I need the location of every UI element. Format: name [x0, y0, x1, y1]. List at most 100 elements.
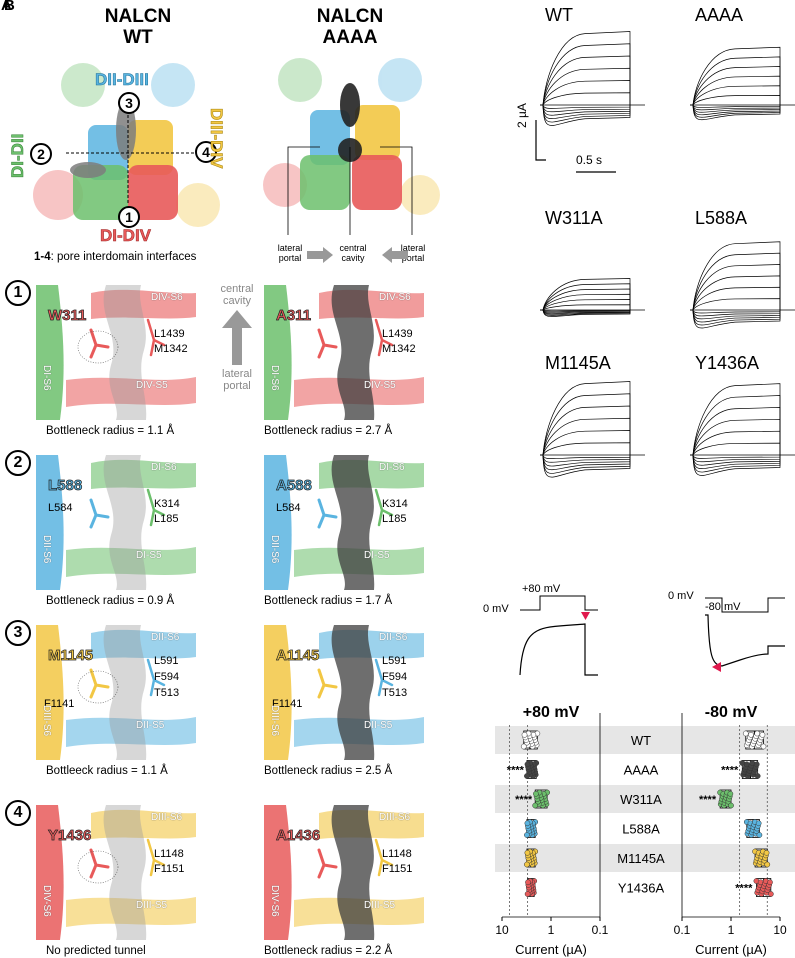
interface-number-4: 4 [195, 141, 217, 163]
row1-aaaa-label-0: L1439 [382, 328, 413, 340]
row4-wt-helix-2: DIII-S5 [136, 900, 168, 911]
row1-wt-helix-2: DIV-S5 [136, 380, 168, 391]
row4-wt-label-0: L1148 [154, 848, 184, 860]
dot-1-0-11 [754, 730, 761, 737]
wt-title-line1: NALCN [104, 6, 172, 27]
row3-wt-helix-1: DII-S6 [151, 632, 180, 643]
dot-0-2-16 [533, 790, 539, 797]
row2-aaaa-residue: A588 [276, 477, 313, 495]
pos-baseline-label: 0 mV [483, 603, 509, 615]
row3-aaaa-residue: A1145 [276, 647, 320, 665]
dot-1-2-16 [727, 790, 734, 797]
dot-0-1-17 [524, 773, 530, 779]
row3-aaaa-helix-0: DIII-S6 [269, 705, 280, 737]
dot-1-4-17 [764, 861, 771, 868]
plot-title-1: -80 mV [705, 704, 758, 721]
interface-dii-diii: DII-DIII [95, 70, 149, 90]
row-number-1: 1 [5, 280, 31, 306]
up-arrow-icon [222, 310, 252, 365]
wt-structure-overview [33, 63, 220, 227]
row4-aaaa-residue: A1436 [276, 827, 321, 845]
interface-diii-div: DIII-DIV [207, 108, 227, 169]
row3-wt-label-2: T513 [154, 687, 180, 699]
aaaa-title: NALCN AAAA [290, 6, 410, 48]
trace-y1436a [690, 383, 795, 476]
category-w311a: W311A [620, 792, 662, 807]
row3-wt-label-3: F1141 [44, 698, 75, 710]
row2-wt-label-1: L185 [154, 513, 179, 525]
central-cavity-label: central cavity [339, 243, 367, 263]
row3-wt-closeup [36, 625, 196, 760]
row1-aaaa-residue: A311 [276, 307, 312, 325]
dot-1-0-17 [760, 743, 767, 750]
row1-aaaa-helix-2: DIV-S5 [364, 380, 396, 391]
trace-label-w311a: W311A [545, 208, 603, 228]
neg-step-label: -80 mV [705, 601, 741, 613]
trace-label-m1145a: M1145A [545, 353, 611, 373]
row2-aaaa-label-0: K314 [382, 498, 408, 510]
row3-wt-helix-2: DII-S5 [136, 720, 165, 731]
row2-wt-residue: L588 [48, 477, 83, 495]
scale-current-label: 2 µA [515, 103, 529, 128]
dot-1-0-0 [742, 730, 749, 737]
row3-wt-residue: M1145 [48, 647, 94, 665]
row3-wt-label-0: L591 [154, 655, 179, 667]
row1-aaaa-helix-0: DI-S6 [269, 365, 280, 391]
dot-1-2-17 [728, 802, 734, 809]
wt-title: NALCN WT [78, 6, 198, 48]
trace-w311a [540, 278, 645, 317]
row1-wt-label-1: M1342 [154, 343, 188, 355]
row2-wt-helix-1: DI-S6 [151, 462, 177, 473]
interface-number-3: 3 [118, 92, 140, 114]
sig-1-5: **** [735, 883, 753, 895]
dot-1-1-17 [754, 773, 761, 779]
dot-0-4-17 [524, 861, 530, 868]
dot-0-1-16 [524, 761, 531, 768]
row4-wt-caption: No predicted tunnel [46, 945, 146, 957]
row1-wt-residue: W311 [48, 307, 87, 325]
xlabel-1: Current (µA) [695, 942, 767, 957]
pos-step-label: +80 mV [522, 583, 561, 595]
interface-number-2: 2 [30, 143, 52, 165]
row4-wt-closeup [36, 805, 196, 940]
tick-0-1: 1 [548, 923, 555, 937]
row4-aaaa-helix-0: DIV-S6 [269, 885, 280, 917]
row2-aaaa-label-2: L584 [276, 502, 301, 514]
dot-0-3-16 [524, 820, 531, 827]
sig-1-1: **** [721, 765, 739, 777]
row3-aaaa-label-2: T513 [382, 687, 408, 699]
trace-m1145a [540, 381, 645, 478]
scale-bar [535, 120, 546, 161]
row1-wt-caption: Bottleneck radius = 1.1 Å [46, 425, 175, 437]
row2-wt-label-0: K314 [154, 498, 180, 510]
interface-number-1: 1 [118, 206, 140, 228]
row2-wt-helix-2: DI-S5 [136, 550, 162, 561]
portal-arrows [307, 247, 408, 263]
row1-wt-closeup [36, 285, 196, 420]
row4-aaaa-label-1: F1151 [382, 863, 413, 875]
row3-wt-caption: Bottleeck radius = 1.1 Å [46, 765, 168, 777]
row3-aaaa-label-0: L591 [382, 655, 407, 667]
central-cavity-arrow-label: central cavity [220, 283, 254, 307]
neg-marker-icon [712, 662, 721, 672]
aaaa-structure-overview [263, 58, 440, 235]
row3-wt-label-1: F594 [154, 671, 180, 683]
tick-0-0: 10 [495, 923, 509, 937]
row3-aaaa-helix-1: DII-S6 [379, 632, 408, 643]
current-traces [535, 31, 795, 478]
row3-wt-helix-0: DIII-S6 [41, 705, 52, 737]
trace-label-l588a: L588A [695, 208, 748, 228]
dot-0-3-17 [524, 832, 530, 838]
wt-title-line2: WT [123, 27, 153, 48]
dot-0-5-17 [524, 891, 531, 897]
trace-aaaa [690, 46, 795, 120]
scale-time-label: 0.5 s [576, 153, 603, 167]
category-l588a: L588A [622, 822, 660, 837]
row1-aaaa-helix-1: DIV-S6 [379, 292, 411, 303]
row2-aaaa-helix-1: DI-S6 [379, 462, 405, 473]
plot-title-0: +80 mV [523, 704, 580, 721]
row4-wt-helix-0: DIV-S6 [41, 885, 52, 917]
row2-wt-helix-0: DII-S6 [41, 535, 52, 564]
dot-1-0-16 [759, 731, 766, 738]
row4-aaaa-helix-1: DIII-S6 [379, 812, 411, 823]
